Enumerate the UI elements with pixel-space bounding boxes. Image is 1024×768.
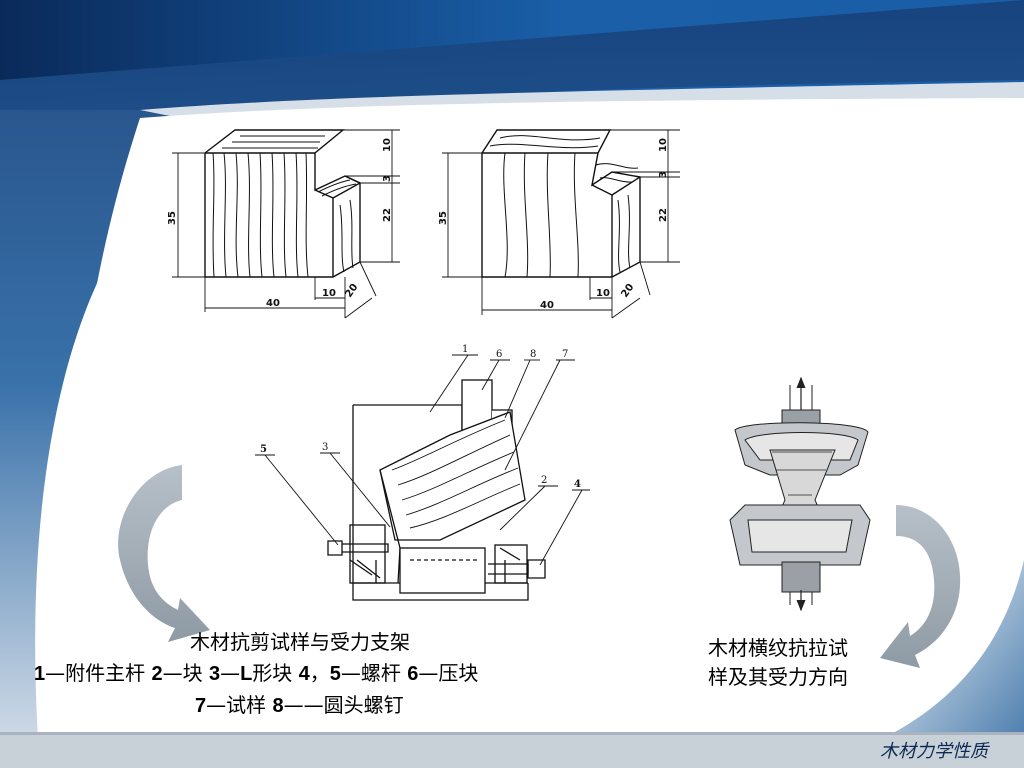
tension-figure-caption: 木材横纹抗拉试 样及其受力方向 <box>708 634 898 692</box>
apparatus-leader-lines <box>255 354 590 566</box>
legend-text-4: ， <box>309 661 330 685</box>
part-label-5: 5 <box>260 444 267 455</box>
part-label-7: 7 <box>562 349 568 360</box>
left-curved-arrow <box>118 465 210 642</box>
legend-text-8: ——圆头螺钉 <box>283 693 404 717</box>
part-label-4: 4 <box>574 479 581 490</box>
part-label-1: 1 <box>462 344 468 355</box>
legend-num-4: 4 <box>298 663 310 685</box>
part-label-2: 2 <box>541 475 547 486</box>
legend-letter-l: L <box>240 663 253 685</box>
dim-left-10-top: 10 <box>382 138 393 152</box>
dim-right-10-top: 10 <box>658 138 669 152</box>
dim-right-35: 35 <box>438 211 449 225</box>
tension-caption-line-2: 样及其受力方向 <box>708 665 848 689</box>
shear-specimen-left <box>172 129 400 319</box>
dim-right-10-bottom: 10 <box>596 288 610 299</box>
dim-right-40: 40 <box>540 300 554 311</box>
shear-figure-title: 木材抗剪试样与受力支架 <box>190 630 410 654</box>
legend-num-8: 8 <box>272 695 284 717</box>
dim-left-3: 3 <box>382 175 393 182</box>
tension-specimen <box>729 376 871 612</box>
legend-num-2: 2 <box>151 663 163 685</box>
dim-left-35: 35 <box>167 211 178 225</box>
dim-left-10-bottom: 10 <box>322 288 336 299</box>
legend-text-6: —压块 <box>418 661 479 685</box>
legend-text-l: 形块 <box>252 661 299 685</box>
legend-text-3: — <box>220 661 241 685</box>
legend-num-3: 3 <box>208 663 221 685</box>
legend-num-6: 6 <box>407 663 419 685</box>
legend-num-5: 5 <box>329 663 341 685</box>
shear-legend-line-1: 1—附件主杆 2—块 3—L形块 4，5—螺杆 6—压块 <box>34 657 478 686</box>
dim-right-22: 22 <box>658 208 669 222</box>
left-specimen-dimensions: 10 3 22 35 40 10 20 <box>167 138 393 309</box>
footer-title: 木材力学性质 <box>880 741 988 762</box>
legend-text-2: —块 <box>162 661 209 685</box>
apparatus-part-labels: 1 6 8 7 3 5 2 4 <box>260 344 581 490</box>
part-label-3: 3 <box>322 442 328 453</box>
part-label-8: 8 <box>530 349 536 360</box>
shear-legend-line-2: 7—试样 8——圆头螺钉 <box>195 689 404 718</box>
legend-num-7: 7 <box>195 695 207 717</box>
dim-right-3: 3 <box>658 171 669 178</box>
right-curved-arrow <box>880 505 961 668</box>
legend-text-5: —螺杆 <box>340 661 408 685</box>
dim-left-40: 40 <box>266 298 280 309</box>
dim-left-22: 22 <box>382 208 393 222</box>
shear-specimen-right <box>442 129 680 319</box>
legend-text-7: —试样 <box>206 693 273 717</box>
tension-caption-line-1: 木材横纹抗拉试 <box>708 636 848 660</box>
legend-text-1: —附件主杆 <box>45 661 152 685</box>
shear-apparatus <box>327 379 546 601</box>
part-label-6: 6 <box>496 349 502 360</box>
legend-num-1: 1 <box>34 663 46 685</box>
